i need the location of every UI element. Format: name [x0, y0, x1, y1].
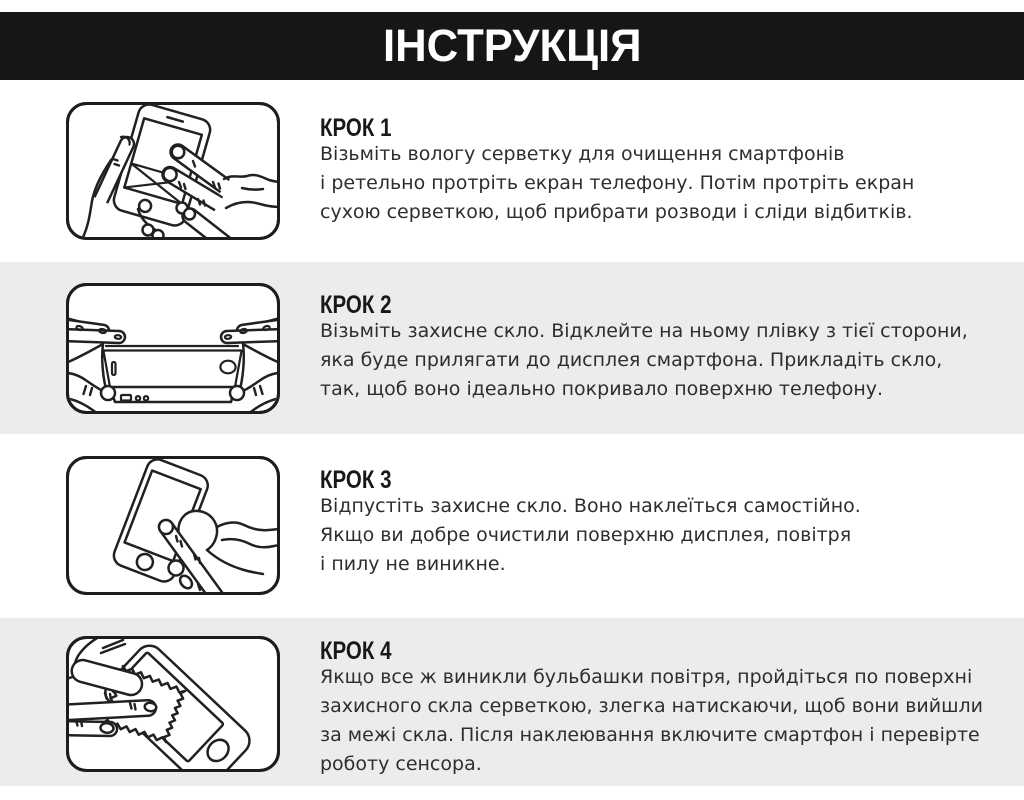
step-2-text: КРОК 2 Візьміть захисне скло. Відклейте …	[320, 291, 1010, 404]
page-title: ІНСТРУКЦІЯ	[382, 20, 642, 71]
wipe-phone-illustration-icon	[66, 102, 280, 240]
step-2-body: Візьміть захисне скло. Відклейте на ньом…	[320, 320, 968, 400]
smooth-bubbles-illustration-icon	[66, 636, 280, 772]
step-3-body: Відпустіть захисне скло. Воно наклеїться…	[320, 495, 861, 575]
step-4-body: Якщо все ж виникли бульбашки повітря, пр…	[320, 666, 984, 775]
header-bar: ІНСТРУКЦІЯ	[0, 12, 1024, 80]
step-4-label: КРОК 4	[320, 637, 392, 665]
step-3-text: КРОК 3 Відпустіть захисне скло. Воно нак…	[320, 466, 1010, 579]
step-2-label: КРОК 2	[320, 291, 392, 319]
step-1-label: КРОК 1	[320, 114, 392, 142]
apply-glass-illustration-icon	[66, 283, 280, 414]
press-screen-illustration-icon	[66, 456, 280, 595]
step-1-body: Візьміть вологу серветку для очищення см…	[320, 143, 915, 223]
step-2-row: КРОК 2 Візьміть захисне скло. Відклейте …	[0, 262, 1024, 434]
step-3-illustration	[66, 456, 280, 595]
step-4-row: КРОК 4 Якщо все ж виникли бульбашки пові…	[0, 618, 1024, 786]
step-1-illustration	[66, 102, 280, 240]
step-1-row: КРОК 1 Візьміть вологу серветку для очищ…	[0, 80, 1024, 262]
step-4-illustration	[66, 636, 280, 772]
step-4-text: КРОК 4 Якщо все ж виникли бульбашки пові…	[320, 637, 1010, 779]
step-3-label: КРОК 3	[320, 466, 392, 494]
step-2-illustration	[66, 283, 280, 414]
step-1-text: КРОК 1 Візьміть вологу серветку для очищ…	[320, 114, 1010, 227]
step-3-row: КРОК 3 Відпустіть захисне скло. Воно нак…	[0, 434, 1024, 618]
